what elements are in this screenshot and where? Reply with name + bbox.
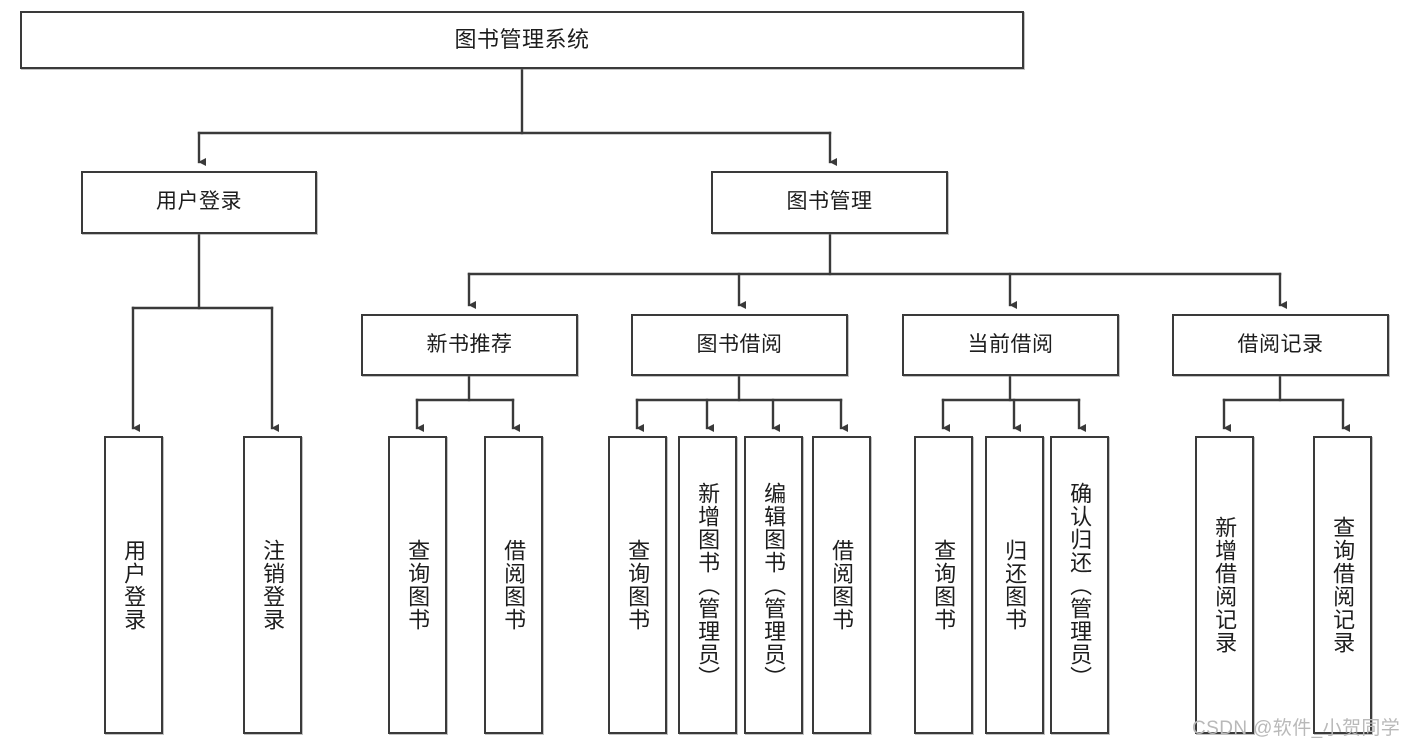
node-leaf-edit-book-admin[interactable]: 编辑图书（管理员） <box>744 436 803 734</box>
node-user-login[interactable]: 用户登录 <box>81 171 317 234</box>
node-label: 编辑图书（管理员） <box>761 481 787 689</box>
node-leaf-user-login[interactable]: 用户登录 <box>104 436 163 734</box>
node-label: 当前借阅 <box>967 332 1054 356</box>
node-label: 归还图书 <box>1002 539 1028 631</box>
node-leaf-borrow-book-recommend[interactable]: 借阅图书 <box>484 436 543 734</box>
node-book-management-system[interactable]: 图书管理系统 <box>20 11 1024 69</box>
node-leaf-query-borrow-record[interactable]: 查询借阅记录 <box>1313 436 1372 734</box>
node-label: 确认归还（管理员） <box>1067 481 1093 689</box>
node-label: 图书管理系统 <box>454 27 590 53</box>
node-label: 注销登录 <box>260 539 286 631</box>
node-label: 新书推荐 <box>426 332 513 356</box>
node-label: 新增借阅记录 <box>1212 516 1238 654</box>
node-label: 查询图书 <box>931 539 957 631</box>
node-new-book-recommend[interactable]: 新书推荐 <box>361 314 578 376</box>
node-label: 查询图书 <box>405 539 431 631</box>
node-leaf-logout[interactable]: 注销登录 <box>243 436 302 734</box>
node-label: 查询图书 <box>625 539 651 631</box>
node-leaf-query-book-recommend[interactable]: 查询图书 <box>388 436 447 734</box>
node-leaf-confirm-return-admin[interactable]: 确认归还（管理员） <box>1050 436 1109 734</box>
node-label: 图书管理 <box>786 190 873 214</box>
node-leaf-query-book-current[interactable]: 查询图书 <box>914 436 973 734</box>
node-current-borrow[interactable]: 当前借阅 <box>902 314 1119 376</box>
node-leaf-return-book[interactable]: 归还图书 <box>985 436 1044 734</box>
node-label: 用户登录 <box>121 539 147 631</box>
node-label: 用户登录 <box>156 190 242 214</box>
node-label: 借阅图书 <box>829 539 855 631</box>
node-label: 图书借阅 <box>696 332 783 356</box>
node-leaf-query-book-borrow[interactable]: 查询图书 <box>608 436 667 734</box>
node-label: 新增图书（管理员） <box>695 481 721 689</box>
node-leaf-add-book-admin[interactable]: 新增图书（管理员） <box>678 436 737 734</box>
node-borrow-records[interactable]: 借阅记录 <box>1172 314 1389 376</box>
watermark: CSDN @软件_小贺同学 <box>1192 718 1401 739</box>
node-leaf-add-borrow-record[interactable]: 新增借阅记录 <box>1195 436 1254 734</box>
node-book-borrow[interactable]: 图书借阅 <box>631 314 848 376</box>
node-leaf-borrow-book[interactable]: 借阅图书 <box>812 436 871 734</box>
node-label: 借阅图书 <box>501 539 527 631</box>
node-label: 借阅记录 <box>1237 332 1324 356</box>
node-label: 查询借阅记录 <box>1330 516 1356 654</box>
node-book-management[interactable]: 图书管理 <box>711 171 948 234</box>
